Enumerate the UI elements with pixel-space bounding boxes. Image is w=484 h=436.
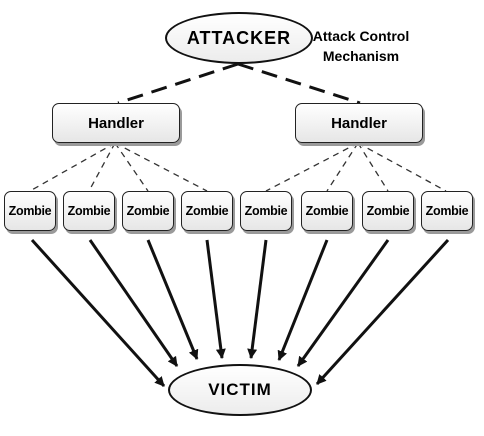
handler-left-to-zombie-3 <box>114 142 149 192</box>
zombie-3-to-victim-arrow <box>146 239 199 360</box>
victim-node: VICTIM <box>168 364 312 416</box>
zombie-label: Zombie <box>366 204 410 218</box>
handler-left-to-zombie-1 <box>29 142 116 192</box>
zombie-node-5: Zombie <box>240 191 292 231</box>
caption-line-1: Attack Control <box>312 28 410 44</box>
zombie-node-7: Zombie <box>362 191 414 231</box>
zombie-label: Zombie <box>305 204 349 218</box>
handler-label: Handler <box>331 114 387 132</box>
zombie-node-2: Zombie <box>63 191 115 231</box>
zombie-label: Zombie <box>244 204 288 218</box>
zombie-8-to-victim-arrow <box>315 238 450 386</box>
zombie-6-to-victim-arrow <box>277 239 329 361</box>
zombie-1-to-victim-arrow <box>30 238 166 388</box>
zombie-label: Zombie <box>126 204 170 218</box>
zombie-label: Zombie <box>185 204 229 218</box>
attacker-node: ATTACKER <box>165 12 313 64</box>
zombie-label: Zombie <box>67 204 111 218</box>
zombie-7-to-victim-arrow <box>296 239 390 367</box>
victim-label: VICTIM <box>208 380 272 399</box>
handler-right-to-zombie-5 <box>265 142 359 192</box>
handler-left-to-zombie-4 <box>114 142 208 192</box>
attacker-to-handler-right <box>237 62 361 105</box>
zombie-2-to-victim-arrow <box>88 239 179 367</box>
handler-node-left: Handler <box>52 103 180 143</box>
handler-label: Handler <box>88 114 144 132</box>
zombie-node-8: Zombie <box>421 191 473 231</box>
handler-right-to-zombie-6 <box>326 142 359 192</box>
handler-left-to-zombie-2 <box>88 142 116 192</box>
zombie-label: Zombie <box>8 204 52 218</box>
handler-right-to-zombie-7 <box>357 142 389 192</box>
zombie-node-1: Zombie <box>4 191 56 231</box>
zombie-4-to-victim-arrow <box>205 239 226 359</box>
attacker-to-handler-left <box>117 62 239 105</box>
handler-right-to-zombie-8 <box>357 142 447 192</box>
zombie-node-4: Zombie <box>181 191 233 231</box>
zombie-node-3: Zombie <box>122 191 174 231</box>
handler-node-right: Handler <box>295 103 423 143</box>
caption-line-2: Mechanism <box>322 48 400 64</box>
zombie-node-6: Zombie <box>301 191 353 231</box>
attack-control-caption: Attack Control Mechanism <box>311 26 411 66</box>
zombie-label: Zombie <box>425 204 469 218</box>
zombie-5-to-victim-arrow <box>247 239 268 359</box>
attacker-label: ATTACKER <box>186 27 292 48</box>
